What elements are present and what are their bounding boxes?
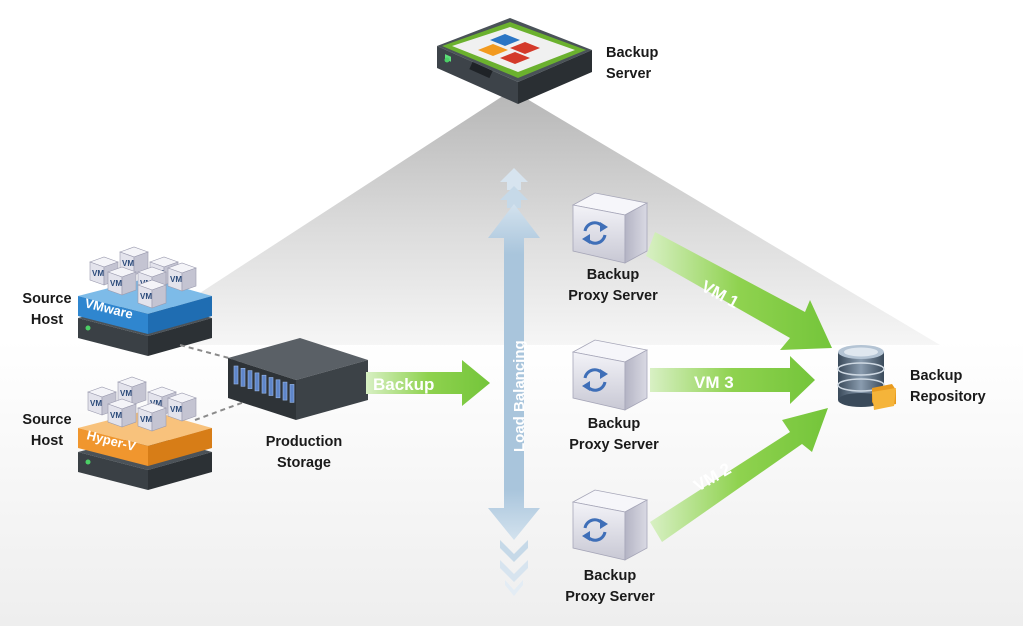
production-storage-icon bbox=[228, 338, 368, 420]
vm-cube-label: VM bbox=[110, 411, 122, 420]
backup-server-label-line1: Backup bbox=[606, 45, 659, 61]
backup-flow-label: Backup bbox=[373, 375, 434, 394]
backup-proxy-3-icon bbox=[571, 489, 649, 561]
hyperv-vm-cube-4: VM bbox=[107, 398, 137, 428]
production-storage-label: Production Storage bbox=[252, 432, 356, 474]
vm-cube-label: VM bbox=[170, 405, 182, 414]
vm-cube-label: VM bbox=[140, 415, 152, 424]
source-host-vmware-line2: Host bbox=[30, 312, 64, 328]
hyperv-vm-cubes: VM VM VM VM VM VM bbox=[87, 376, 197, 432]
backup-proxy-1-line1: Backup bbox=[586, 267, 640, 283]
source-host-hyperv-label: Source Host bbox=[18, 410, 76, 452]
storage-disk-slot bbox=[268, 377, 274, 396]
vm-cube-label: VM bbox=[120, 389, 132, 398]
storage-disk-slot bbox=[275, 379, 281, 399]
backup-proxy-2-icon bbox=[571, 339, 649, 411]
vm-cube-label: VM bbox=[170, 275, 182, 284]
hyperv-vm-cube-5: VM bbox=[137, 402, 167, 432]
backup-proxy-2-line2: Proxy Server bbox=[569, 437, 659, 453]
vm2-arrow bbox=[650, 408, 828, 542]
vm-cube-label: VM bbox=[122, 259, 134, 268]
vm1-arrow bbox=[646, 232, 832, 350]
refresh-icon bbox=[582, 221, 608, 245]
backup-repository-icon bbox=[837, 345, 896, 410]
vmware-vm-cube-4: VM bbox=[107, 266, 137, 296]
backup-repository-line2: Repository bbox=[910, 389, 986, 405]
storage-disk-slot bbox=[289, 384, 295, 403]
storage-disk-slot bbox=[240, 367, 246, 387]
vmware-vm-cubes: VMVMVMVMVMVMVM bbox=[89, 246, 197, 309]
backup-proxy-1-label: Backup Proxy Server bbox=[554, 265, 672, 307]
storage-disk-slot bbox=[247, 370, 253, 389]
storage-disk-slot bbox=[233, 365, 239, 385]
source-host-hyperv-line1: Source bbox=[22, 412, 72, 428]
vm-cube-label: VM bbox=[92, 269, 104, 278]
hyperv-vm-cube-6: VM bbox=[167, 392, 197, 422]
vm-cube-label: VM bbox=[150, 399, 162, 408]
source-host-hyperv-line2: Host bbox=[30, 433, 64, 449]
backup-proxy-1-line2: Proxy Server bbox=[568, 288, 658, 304]
source-host-vmware-line1: Source bbox=[22, 291, 72, 307]
backup-repository-line1: Backup bbox=[910, 368, 963, 384]
production-storage-line2: Storage bbox=[277, 455, 331, 471]
backup-proxy-2-line1: Backup bbox=[587, 416, 641, 432]
backup-flow-arrow bbox=[366, 360, 490, 406]
vmware-vm-cube-6: VM bbox=[167, 262, 197, 292]
backup-server-label-line2: Server bbox=[606, 66, 652, 82]
production-storage-line1: Production bbox=[265, 434, 343, 450]
load-balancing-arrow bbox=[488, 168, 540, 596]
storage-disk-slot bbox=[254, 372, 260, 392]
refresh-icon bbox=[582, 518, 608, 542]
backup-proxy-3-label: Backup Proxy Server bbox=[551, 566, 669, 608]
vm-cube-label: VM bbox=[140, 292, 152, 301]
refresh-icon bbox=[582, 368, 608, 392]
source-host-vmware-label: Source Host bbox=[18, 289, 76, 331]
hyperv-storage-link bbox=[194, 397, 256, 421]
backup-server-label: Backup Server bbox=[606, 43, 658, 85]
vmware-vm-cube-7: VM bbox=[137, 279, 167, 309]
backup-proxy-3-line1: Backup bbox=[583, 568, 637, 584]
storage-disk-slot bbox=[261, 374, 267, 394]
backup-proxy-3-line2: Proxy Server bbox=[565, 589, 655, 605]
backup-server-icon bbox=[437, 18, 592, 104]
backup-repository-label: Backup Repository bbox=[910, 366, 986, 408]
load-balancing-label: Load Balancing bbox=[511, 340, 528, 452]
vm-cube-label: VM bbox=[90, 399, 102, 408]
management-cone bbox=[120, 90, 940, 345]
vm-cube-label: VM bbox=[110, 279, 122, 288]
vm3-arrow bbox=[650, 356, 815, 404]
vm3-label: VM 3 bbox=[694, 373, 734, 392]
backup-proxy-1-icon bbox=[571, 192, 649, 264]
backup-proxy-2-label: Backup Proxy Server bbox=[555, 414, 673, 456]
storage-disk-slot bbox=[282, 381, 288, 401]
